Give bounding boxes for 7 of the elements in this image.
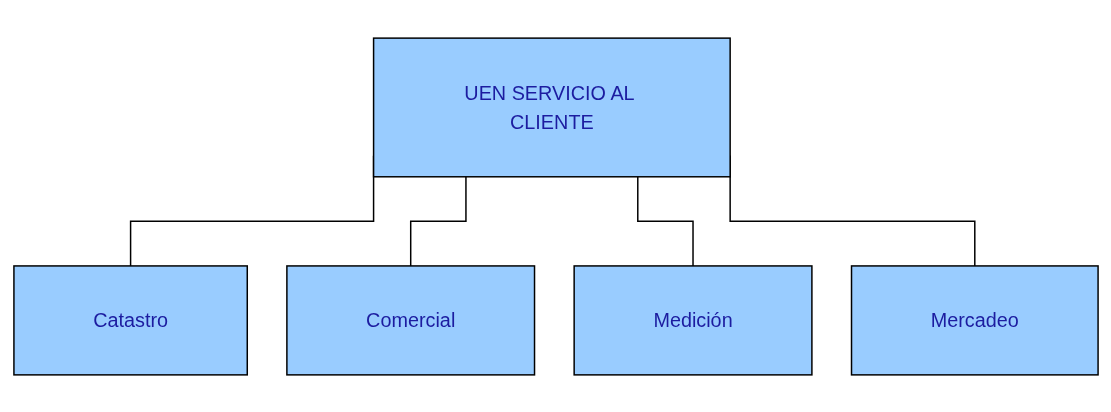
connector <box>409 175 467 267</box>
node-box: UEN SERVICIO AL CLIENTE <box>372 36 731 178</box>
node-box: Comercial <box>285 264 535 376</box>
node-box: Medición <box>572 264 813 376</box>
node-box: Mercadeo <box>850 264 1099 376</box>
node-box: Catastro <box>12 264 248 376</box>
connector <box>636 175 694 267</box>
